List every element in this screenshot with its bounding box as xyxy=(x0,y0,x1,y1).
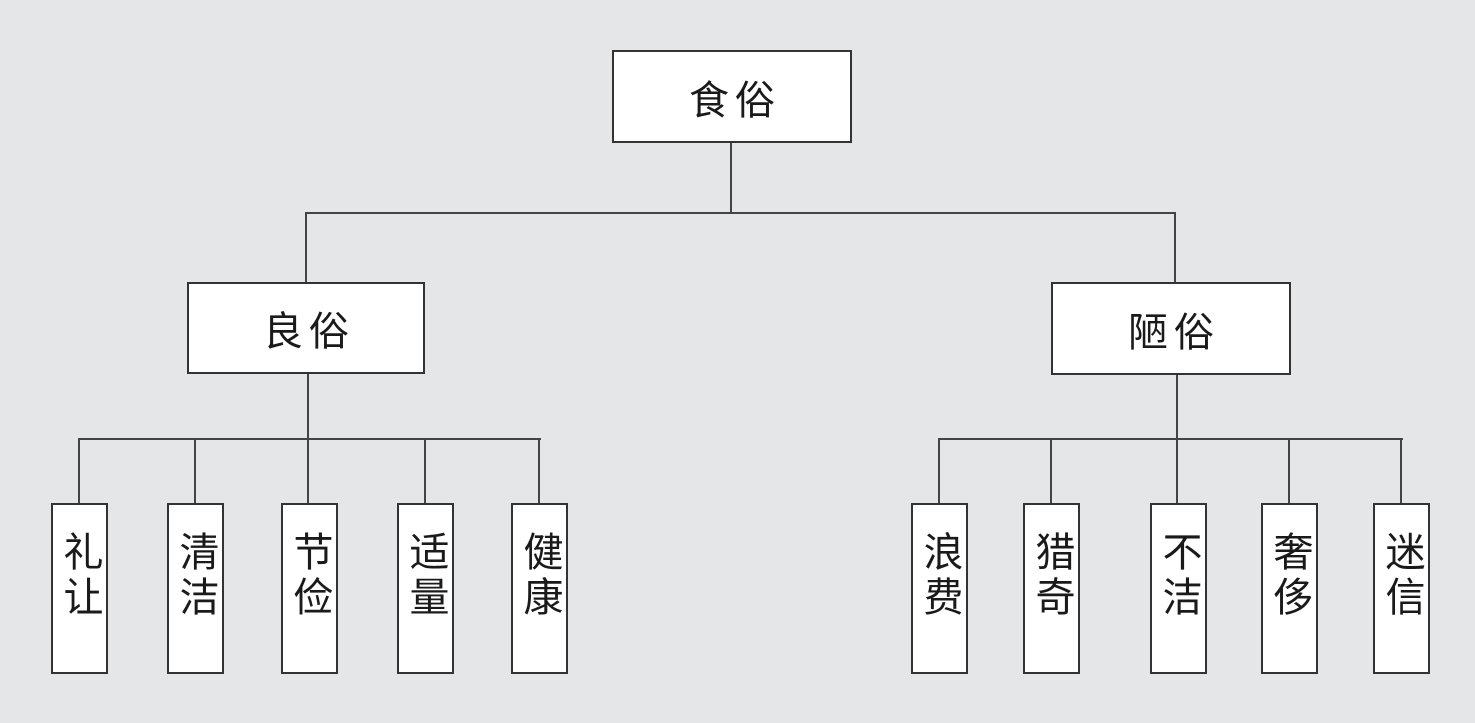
node-root-label: 食俗 xyxy=(689,77,781,124)
connector-top-horizontal xyxy=(305,212,1176,214)
node-branch-good-customs: 良俗 xyxy=(187,282,425,374)
node-leaf-extravagance: 奢侈 xyxy=(1261,503,1318,674)
node-leaf-waste: 浪费 xyxy=(911,503,968,674)
node-leaf-novelty-seeking: 猎奇 xyxy=(1023,503,1080,674)
node-leaf-superstition: 迷信 xyxy=(1373,503,1430,674)
connector-left-leaf-drop-4 xyxy=(424,438,426,504)
node-leaf-uncleanliness: 不洁 xyxy=(1150,503,1207,674)
node-leaf-frugality-label: 节俭 xyxy=(286,530,333,621)
node-leaf-novelty-seeking-label: 猎奇 xyxy=(1028,530,1075,621)
connector-right-leaf-drop-1 xyxy=(938,438,940,504)
connector-branch-left-drop xyxy=(305,212,307,284)
node-leaf-cleanliness-label: 清洁 xyxy=(172,530,219,621)
node-leaf-moderation: 适量 xyxy=(397,503,454,674)
connector-right-leaf-drop-4 xyxy=(1288,438,1290,504)
node-branch-bad-customs: 陋俗 xyxy=(1051,282,1291,375)
connector-right-horizontal xyxy=(938,438,1403,440)
connector-left-leaf-drop-2 xyxy=(194,438,196,504)
node-leaf-health: 健康 xyxy=(511,503,568,674)
node-leaf-waste-label: 浪费 xyxy=(916,530,963,621)
node-leaf-cleanliness: 清洁 xyxy=(167,503,224,674)
connector-branch-right-drop xyxy=(1174,212,1176,284)
connector-right-leaf-drop-2 xyxy=(1050,438,1052,504)
node-leaf-frugality: 节俭 xyxy=(281,503,338,674)
connector-right-leaf-drop-5 xyxy=(1400,438,1402,504)
node-leaf-moderation-label: 适量 xyxy=(402,530,449,621)
node-leaf-uncleanliness-label: 不洁 xyxy=(1155,530,1202,621)
node-branch-good-customs-label: 良俗 xyxy=(263,309,355,355)
node-leaf-extravagance-label: 奢侈 xyxy=(1266,530,1313,621)
node-leaf-courtesy-label: 礼让 xyxy=(56,530,103,621)
node-leaf-superstition-label: 迷信 xyxy=(1378,530,1425,621)
node-branch-bad-customs-label: 陋俗 xyxy=(1128,309,1220,356)
node-leaf-health-label: 健康 xyxy=(516,530,563,621)
node-leaf-courtesy: 礼让 xyxy=(51,503,108,674)
connector-left-horizontal xyxy=(78,438,541,440)
connector-left-leaf-drop-1 xyxy=(78,438,80,504)
connector-root-drop xyxy=(730,141,732,213)
node-root: 食俗 xyxy=(612,50,852,143)
connector-left-leaf-drop-5 xyxy=(538,438,540,504)
